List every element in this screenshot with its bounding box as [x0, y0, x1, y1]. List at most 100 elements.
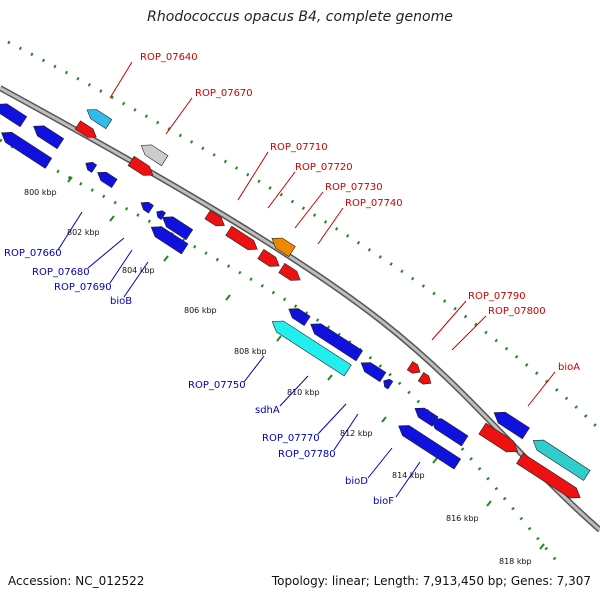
reverse-gene-label[interactable]: sdhA [255, 405, 280, 416]
label-leader-line [431, 300, 467, 341]
gene-arrow[interactable] [30, 121, 65, 150]
tick-label: 808 kbp [234, 347, 267, 356]
tick-mark [163, 255, 169, 262]
map-title: Rhodococcus opacus B4, complete genome [147, 9, 453, 25]
reverse-gene-label[interactable]: ROP_07680 [32, 267, 90, 278]
reverse-gene-label[interactable]: ROP_07750 [188, 380, 246, 391]
tick-mark [539, 543, 545, 550]
reverse-gene-label[interactable]: ROP_07660 [4, 248, 62, 259]
reverse-gene-label[interactable]: ROP_07780 [278, 449, 336, 460]
label-leader-line [87, 237, 125, 269]
forward-gene-label[interactable]: ROP_07720 [295, 162, 353, 173]
accession-text: Accession: NC_012522 [8, 574, 145, 588]
reverse-gene-label[interactable]: ROP_07770 [262, 433, 320, 444]
label-leader-line [367, 447, 393, 479]
label-leader-line [317, 403, 347, 435]
gene-arrow[interactable] [159, 212, 194, 241]
gene-arrow[interactable] [0, 128, 53, 169]
gene-arrow[interactable] [0, 99, 28, 128]
forward-gene-label[interactable]: ROP_07640 [140, 52, 198, 63]
gene-features [0, 99, 591, 502]
tick-label: 814 kbp [392, 471, 425, 480]
tick-mark [486, 500, 492, 507]
forward-gene-label[interactable]: bioA [558, 362, 580, 373]
gene-arrow[interactable] [139, 199, 154, 214]
gene-arrow[interactable] [406, 361, 423, 377]
label-leader-line [109, 249, 133, 284]
reverse-gene-label[interactable]: ROP_07690 [54, 282, 112, 293]
gene-arrow[interactable] [491, 407, 530, 440]
forward-gene-label[interactable]: ROP_07790 [468, 291, 526, 302]
tick-mark [109, 215, 115, 222]
forward-gene-label[interactable]: ROP_07710 [270, 142, 328, 153]
label-leader-line [333, 413, 359, 451]
gene-arrow[interactable] [428, 414, 469, 447]
forward-gene-label[interactable]: ROP_07800 [488, 306, 546, 317]
label-leader-line [451, 315, 487, 351]
tick-mark [327, 374, 333, 381]
reverse-gene-label[interactable]: bioD [345, 476, 368, 487]
gene-arrow[interactable] [381, 377, 394, 390]
label-leader-line [109, 61, 133, 99]
gene-arrow[interactable] [148, 222, 189, 255]
reverse-gene-label[interactable]: bioF [373, 496, 394, 507]
tick-label: 802 kbp [67, 228, 100, 237]
gene-arrow[interactable] [83, 160, 98, 173]
gene-arrow[interactable] [530, 436, 591, 481]
label-leader-line [395, 461, 421, 498]
gene-arrow[interactable] [257, 248, 282, 270]
tick-label: 800 kbp [24, 188, 57, 197]
tick-label: 806 kbp [184, 306, 217, 315]
forward-gene-label[interactable]: ROP_07740 [345, 198, 403, 209]
tick-mark [67, 176, 73, 183]
gene-arrow[interactable] [204, 209, 227, 229]
gene-arrow[interactable] [154, 208, 166, 220]
label-leader-line [123, 261, 149, 298]
reverse-gene-label[interactable]: bioB [110, 296, 132, 307]
gene-arrow[interactable] [417, 372, 434, 388]
gene-arrow[interactable] [286, 304, 311, 327]
label-leader-line [267, 171, 296, 209]
label-leader-line [294, 191, 324, 229]
label-leaders [57, 61, 556, 498]
gene-arrow[interactable] [269, 233, 296, 257]
label-leader-line [237, 151, 269, 201]
label-leader-line [279, 375, 309, 407]
tick-mark [432, 457, 438, 464]
gene-arrow[interactable] [138, 140, 169, 167]
tick-mark [276, 335, 282, 342]
lower-dotted-guide [0, 138, 562, 566]
gene-labels: ROP_07640ROP_07670ROP_07710ROP_07720ROP_… [4, 52, 580, 507]
gene-arrow[interactable] [358, 358, 387, 383]
gene-arrow[interactable] [478, 422, 521, 457]
gene-arrow[interactable] [74, 120, 99, 141]
gene-arrow[interactable] [307, 319, 364, 362]
tick-label: 804 kbp [122, 266, 155, 275]
label-leader-line [243, 355, 265, 383]
tick-label: 816 kbp [446, 514, 479, 523]
gene-arrow[interactable] [225, 225, 261, 254]
gene-arrow[interactable] [84, 105, 113, 130]
gene-arrow[interactable] [278, 262, 303, 284]
tick-mark [225, 294, 231, 301]
dotted-guides [0, 40, 600, 566]
topology-text: Topology: linear; Length: 7,913,450 bp; … [271, 574, 591, 588]
gene-arrow[interactable] [395, 421, 462, 470]
label-leader-line [165, 97, 193, 135]
label-leader-line [57, 211, 83, 251]
gene-arrow[interactable] [269, 316, 352, 377]
forward-gene-label[interactable]: ROP_07670 [195, 88, 253, 99]
label-leader-line [317, 207, 344, 245]
tick-label: 818 kbp [499, 557, 532, 566]
gene-arrow[interactable] [127, 155, 156, 179]
tick-label: 812 kbp [340, 429, 373, 438]
kbp-ticks: 800 kbp 802 kbp 804 kbp 806 kbp 808 kbp 810 k… [24, 176, 545, 566]
tick-label: 810 kbp [287, 388, 320, 397]
forward-gene-label[interactable]: ROP_07730 [325, 182, 383, 193]
label-leader-line [527, 371, 556, 407]
tick-mark [381, 416, 387, 423]
gene-arrow[interactable] [95, 168, 118, 189]
gene-arrow[interactable] [516, 452, 584, 502]
